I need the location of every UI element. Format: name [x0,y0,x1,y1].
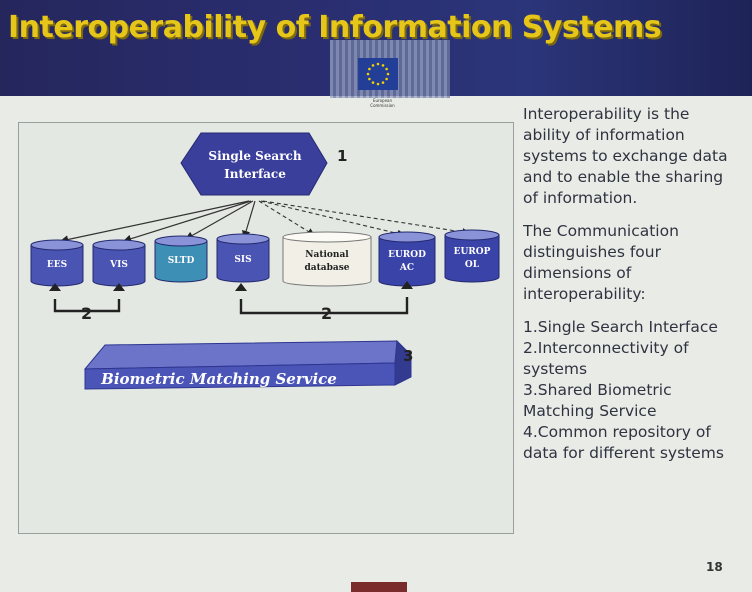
list-item: 2.Interconnectivity of [523,339,689,357]
database-cylinder: EUROD AC [378,231,436,287]
database-label: EES [47,260,67,270]
hub-number: 1 [337,147,347,165]
database-cylinder: EUROP OL [444,229,500,283]
diagram-svg: Single Search Interface 1 EES VIS SLTD SIS N… [30,132,500,390]
arrow-to-vis [122,200,252,243]
logo-caption-line: European [372,98,393,103]
biometric-number: 3 [403,347,413,365]
text-line: and to enable the sharing [523,168,724,186]
arrowhead-ees [49,283,61,291]
arrowhead-vis [113,283,125,291]
database-cylinder: EES [30,239,84,287]
arrow-to-ees [59,200,250,244]
text-line: interoperability: [523,285,646,303]
arrowhead-sis [235,283,247,291]
list-item: 3.Shared Biometric [523,381,672,399]
connector-number-right: 2 [321,304,332,323]
communication-paragraph: The Communication distinguishes four dim… [523,221,752,305]
biometric-label: Biometric Matching Service [100,370,337,388]
arrow-to-sltd [184,200,254,240]
database-label: SLTD [168,256,195,266]
logo-caption-line: Commission [370,103,395,108]
text-line: systems to exchange data [523,147,728,165]
database-cylinder: VIS [92,239,146,287]
database-label: EUROD [388,250,426,260]
list-item: Matching Service [523,402,657,420]
hub-label-line: Interface [224,167,286,181]
list-item: data for different systems [523,444,724,462]
connector-sis-eurodac [239,297,409,315]
database-cylinder: National database [282,231,372,287]
database-label: National [305,250,349,260]
footer-tab [351,582,407,592]
text-line: distinguishes four [523,243,661,261]
database-label: SIS [234,255,251,265]
page-number: 18 [706,560,723,574]
database-label: AC [399,263,414,273]
list-item: 1.Single Search Interface [523,318,718,336]
database-cylinder: SIS [216,233,270,283]
database-label: OL [465,260,480,270]
text-line: dimensions of [523,264,632,282]
explanation-text: Interoperability is the ability of infor… [523,104,752,476]
connector-ees-vis [53,299,121,313]
connector-number-left: 2 [81,304,92,323]
database-label: database [304,263,349,273]
text-line: The Communication [523,222,679,240]
arrowhead-eurodac [401,281,413,289]
slide-title: Interoperability of Information Systems [8,10,662,45]
dimensions-list: 1.Single Search Interface 2.Interconnect… [523,317,752,464]
text-line: Interoperability is the [523,105,690,123]
arrow-to-sis [242,200,256,240]
list-item: systems [523,360,588,378]
header-band: Interoperability of Information Systems [0,0,752,98]
text-line: ability of information [523,126,685,144]
text-line: of information. [523,189,638,207]
logo-caption: European Commission [355,98,410,108]
diagram-panel: Single Search Interface 1 EES VIS SLTD SIS N… [18,122,514,534]
definition-paragraph: Interoperability is the ability of infor… [523,104,752,209]
arrow-to-eurodac [260,200,406,238]
list-item: 4.Common repository of [523,423,711,441]
database-cylinder: SLTD [154,235,208,283]
arrow-to-national [258,200,315,236]
hub-label-line: Single Search [208,149,301,163]
database-label: VIS [109,260,128,270]
arrow-to-europol [262,200,471,236]
database-label: EUROP [454,247,491,257]
eu-flag-icon [358,58,398,90]
single-search-hub: Single Search Interface [180,132,328,196]
biometric-matching-service: Biometric Matching Service [83,339,412,390]
